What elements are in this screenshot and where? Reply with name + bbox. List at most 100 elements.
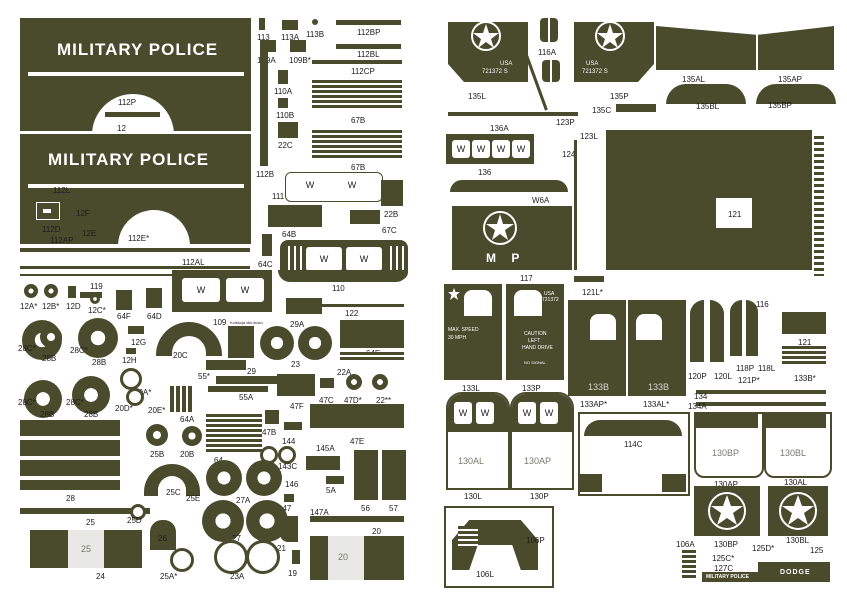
label-123l: 123L — [580, 132, 598, 141]
part-64a-grid — [170, 386, 192, 412]
usa-text-2: USA — [586, 61, 599, 67]
label-120p: 120P — [688, 372, 707, 381]
mp-letters: M P — [486, 251, 526, 265]
label-133al: 133AL* — [643, 400, 670, 409]
label-64d: 64D — [147, 312, 162, 321]
label-20b: 20B — [180, 450, 195, 459]
chassis-20-glue — [328, 536, 364, 580]
label-28b-4: 28B — [84, 410, 99, 419]
panel-130bl-top — [766, 414, 826, 428]
label-118l: 118L — [758, 364, 776, 373]
label-27a: 27A — [236, 496, 251, 505]
panel-135bl — [666, 84, 746, 104]
part-64b — [268, 205, 322, 227]
fin-120p — [690, 300, 704, 362]
label-130bp: 130BP — [714, 540, 739, 549]
ring-23a-b — [246, 540, 280, 574]
label-135al: 135AL — [682, 75, 706, 84]
ring-23a — [214, 540, 248, 574]
label-25c: 25C — [166, 488, 181, 497]
plate-dodge — [758, 562, 830, 582]
wheel-28c-3 — [24, 380, 62, 418]
label-24: 24 — [96, 572, 105, 581]
label-22c: 22C — [278, 141, 293, 150]
label-122: 122 — [345, 309, 359, 318]
label-112p: 112P — [118, 98, 137, 107]
part-112b-post — [260, 40, 268, 166]
window-r-w1: W — [452, 140, 470, 158]
panel-135al — [656, 26, 756, 70]
side-stripe — [28, 184, 244, 188]
label-28c-4: 28C* — [66, 398, 84, 407]
label-19: 19 — [288, 569, 297, 578]
part-12g — [128, 326, 144, 334]
label-64b: 64B — [282, 230, 297, 239]
label-26: 26 — [158, 534, 167, 543]
label-124: 124 — [562, 150, 576, 159]
label-130bp-g: 130BP — [712, 448, 740, 458]
part-5a — [326, 476, 344, 484]
bar-134a — [696, 402, 826, 406]
label-112al: 112AL — [182, 258, 205, 267]
star-icon-door-left — [471, 22, 501, 51]
bed-121-label-box — [716, 198, 752, 228]
grille-slats-left — [284, 246, 302, 276]
part-67c — [350, 210, 380, 224]
chassis-24-glue — [68, 530, 104, 568]
window-r-w7: W — [518, 402, 536, 424]
mp-text-mid: MILITARY POLICE — [48, 150, 210, 169]
label-20c: 20C — [173, 351, 188, 360]
part-135c — [616, 104, 656, 112]
label-117: 117 — [520, 274, 533, 283]
label-22b: 22B — [384, 210, 399, 219]
label-20: 20 — [372, 527, 381, 536]
side-mp-text: MILITARY POLICE — [592, 175, 603, 254]
label-112ap: 112AP — [50, 236, 74, 245]
wheel-28b-1 — [40, 326, 62, 348]
caution-text: CAUTION — [524, 331, 547, 337]
part-121-stack — [782, 346, 826, 366]
label-20e: 20E* — [148, 406, 166, 415]
part-57 — [382, 450, 406, 500]
fin-118p — [730, 300, 742, 356]
part-147 — [284, 494, 294, 502]
label-112cp: 112CP — [351, 67, 375, 76]
bed-121 — [606, 130, 812, 270]
label-135p: 135P — [610, 92, 629, 101]
label-20-glue: 20 — [338, 552, 349, 562]
label-113b: 113B — [306, 30, 325, 39]
label-136: 136 — [478, 168, 492, 177]
no-signal-text: NO SIGNAL — [524, 360, 546, 365]
label-119: 119 — [90, 282, 103, 291]
part-29a — [286, 298, 322, 314]
label-12g: 12G — [131, 338, 147, 347]
panel-w6a — [450, 180, 568, 192]
label-133b-g2: 133B — [648, 382, 670, 392]
label-12c: 12C* — [88, 306, 106, 315]
label-28b-2: 28B — [92, 358, 107, 367]
label-145a: 145A — [316, 444, 335, 453]
strip-123p — [448, 112, 578, 116]
usa-text-3: USA — [544, 291, 555, 297]
label-109b: 109B* — [289, 56, 311, 65]
label-112b: 112B — [256, 170, 275, 179]
part-55 — [206, 360, 246, 370]
label-112l: 112L — [53, 186, 71, 195]
label-29: 29 — [247, 367, 256, 376]
label-12b: 12B* — [42, 302, 60, 311]
label-64c: 64C — [258, 260, 273, 269]
fender-106p-ribs — [458, 526, 478, 546]
hand-drive-text: HAND DRIVE — [522, 345, 553, 351]
window-w1: W — [292, 176, 328, 194]
label-25a: 25A* — [160, 572, 178, 581]
label-106p: 106P — [526, 536, 545, 545]
label-121l: 121L* — [582, 288, 603, 297]
label-147: 147 — [278, 504, 292, 513]
panel-135bp — [756, 84, 836, 104]
part-47b — [265, 410, 279, 424]
tread-edge — [814, 136, 824, 276]
label-133l: 133L — [462, 384, 480, 393]
arch-114c-foot-l — [578, 474, 602, 492]
wheel-23-a — [260, 326, 294, 360]
label-64f: 64F — [117, 312, 131, 321]
